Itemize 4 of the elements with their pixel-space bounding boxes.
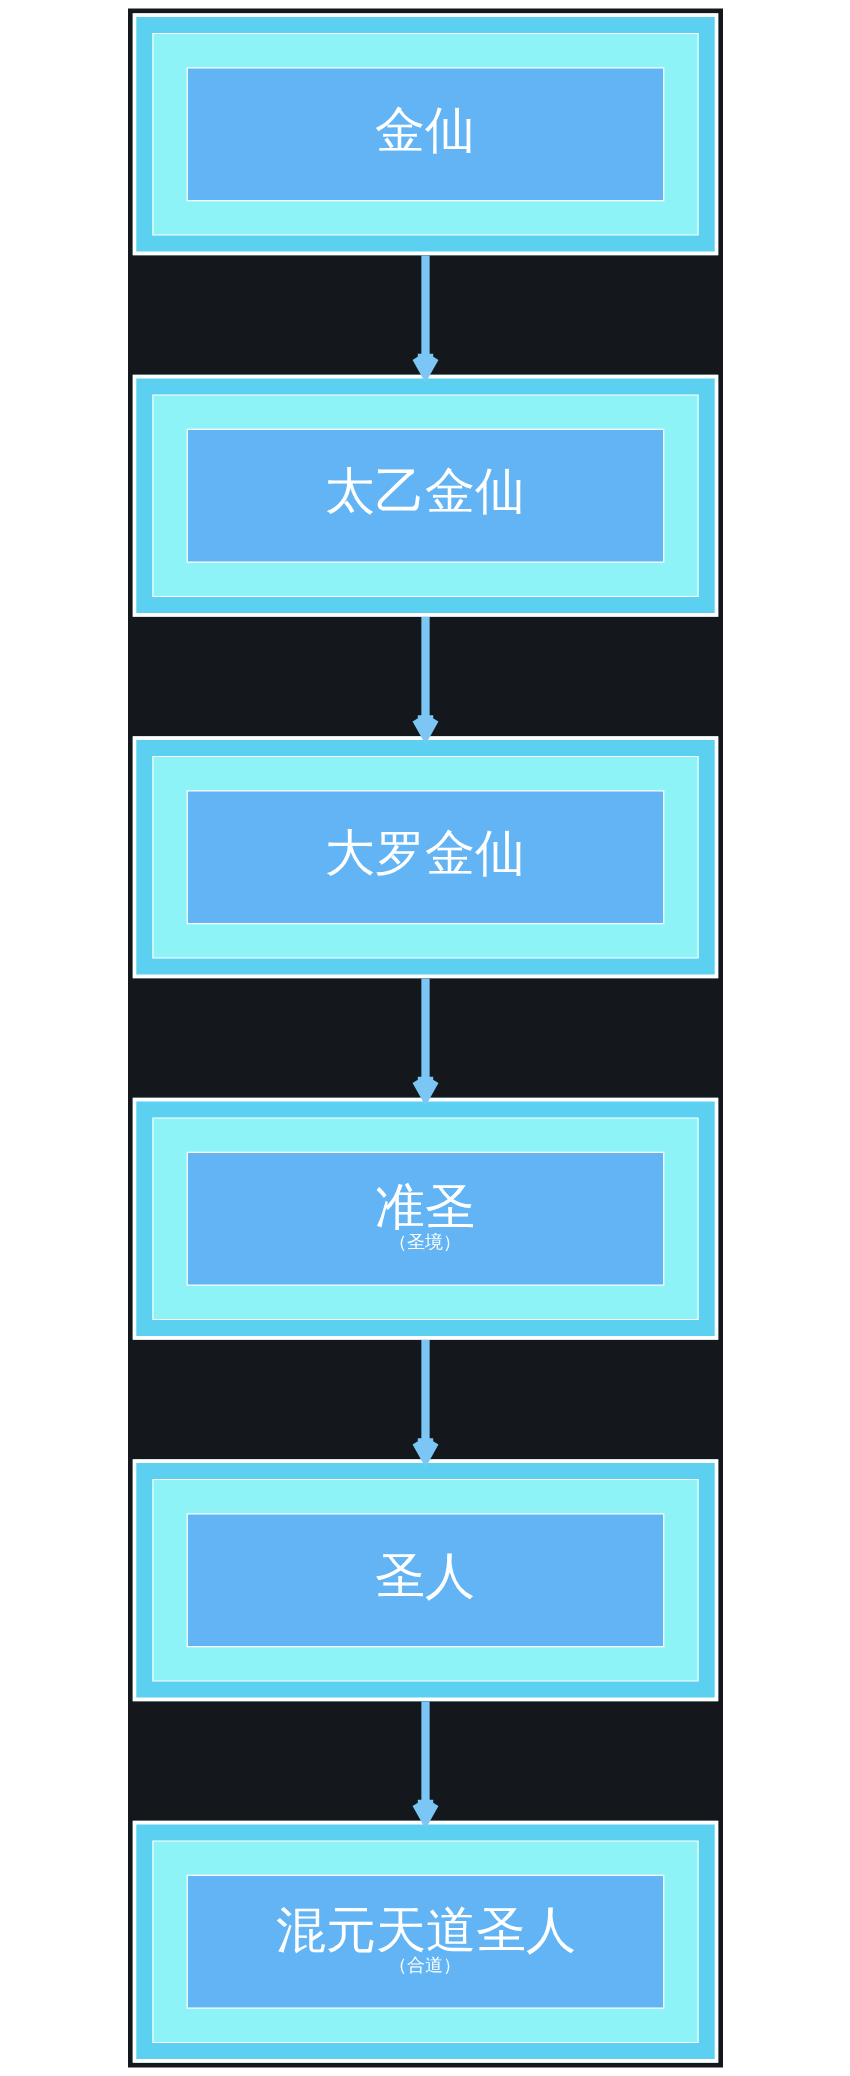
arrow xyxy=(411,1701,439,1826)
arrow xyxy=(411,1340,439,1465)
arrow xyxy=(411,978,439,1103)
arrow xyxy=(411,255,439,380)
